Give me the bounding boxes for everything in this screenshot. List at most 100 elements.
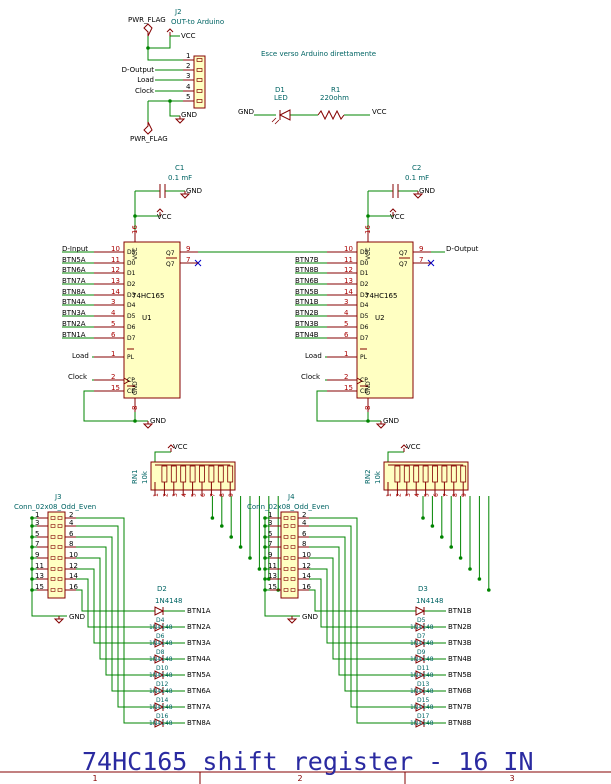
diode-symbol [154, 718, 165, 728]
wire [76, 578, 155, 628]
diode-value: 1N4148 [410, 704, 434, 711]
input-net-label: BTN1B [295, 298, 319, 306]
header-odd-pin-number: 11 [35, 562, 44, 570]
j2-pin-number: 5 [186, 93, 190, 101]
chip-gnd-pin-name: GND [132, 381, 139, 395]
junction-dot [263, 535, 267, 539]
junction-dot [263, 588, 267, 592]
chip-pin-name: D6 [127, 324, 136, 331]
wire [76, 517, 155, 724]
junction-dot [263, 577, 267, 581]
diode-net-label: BTN8A [187, 719, 211, 727]
cap-ref: C1 [175, 164, 184, 172]
diode-value: 1N4148 [149, 720, 173, 727]
junction-dot [263, 556, 267, 560]
j2-pin-number: 1 [186, 52, 190, 60]
diode-symbol [415, 702, 426, 712]
chip-ref: U1 [142, 314, 152, 322]
header-value: Conn_02x08_Odd_Even [14, 503, 96, 511]
pwr-flag-label-bottom: PWR_FLAG [130, 135, 168, 143]
header-contact [50, 524, 56, 528]
chip-pin-number: 5 [111, 320, 115, 328]
header-even-pin-number: 12 [69, 562, 78, 570]
chip-value: 74HC165 [365, 292, 397, 300]
vcc-symbol [389, 208, 397, 216]
header-contact [50, 516, 56, 520]
chip-ref: U2 [375, 314, 385, 322]
header-even-pin-number: 8 [302, 540, 306, 548]
diode-value: 1N4148 [149, 688, 173, 695]
header-even-pin-number: 4 [302, 519, 307, 527]
diode-ref: D8 [156, 649, 165, 656]
ground-symbol [179, 191, 191, 199]
chip-pin-name: D5 [360, 313, 369, 320]
header-odd-pin-number: 3 [268, 519, 272, 527]
header-even-pin-number: 14 [302, 572, 311, 580]
wire [169, 101, 180, 117]
chip-pin-number: 2 [344, 373, 348, 381]
diode-ref: D4 [156, 617, 165, 624]
wire [316, 390, 368, 422]
chip-pin-name: D7 [127, 335, 136, 342]
diode-net-label: BTN4B [448, 655, 472, 663]
header-even-pin-number: 6 [302, 530, 307, 538]
header-contact [283, 588, 289, 592]
header-odd-pin-number: 9 [268, 551, 272, 559]
diode-net-label: BTN3A [187, 639, 211, 647]
load-net-label: Load [72, 352, 89, 360]
rnet-vcc-label: VCC [173, 443, 188, 451]
input-net-label: BTN8B [295, 266, 319, 274]
j2-net-label: D-Output [122, 66, 155, 74]
header-even-pin-number: 16 [302, 583, 311, 591]
wire [309, 589, 416, 612]
rnet-ref: RN2 [364, 469, 372, 484]
header-contact [50, 556, 56, 560]
junction-dot [30, 588, 34, 592]
input-net-label: BTN6B [295, 277, 319, 285]
header-even-pin-number: 6 [69, 530, 74, 538]
components-layer [0, 23, 611, 784]
wires-layer [30, 35, 491, 724]
rnet-pin-number: 7 [442, 493, 449, 497]
diode-net-label: BTN2A [187, 623, 211, 631]
header-contact [57, 545, 63, 549]
chip-gnd-pin-number: 8 [364, 406, 372, 410]
header-contact [283, 516, 289, 520]
input-net-label: BTN3A [62, 309, 86, 317]
rnet-pin-number: 4 [181, 493, 188, 497]
chip-pin-number: 14 [344, 288, 353, 296]
diode-symbol [154, 686, 165, 696]
chip-pin-name: CP [127, 377, 135, 384]
input-net-label: BTN4A [62, 298, 86, 306]
header-gnd-label: GND [69, 613, 85, 621]
diode-net-label: BTN2B [448, 623, 472, 631]
junction-dot [210, 516, 215, 520]
chip-vcc-pin-name: VCC [365, 248, 372, 260]
junction-dot [477, 577, 482, 581]
rnet-pin-number: 4 [414, 493, 421, 497]
chip-pin-name: D2 [127, 281, 136, 288]
j2-value: OUT-to Arduino [171, 18, 224, 26]
diode-symbol [154, 622, 165, 632]
header-even-pin-number: 10 [69, 551, 78, 559]
ground-symbol [412, 191, 424, 199]
chip-gnd-pin-name: GND [365, 381, 372, 395]
junction-dot [468, 567, 472, 571]
chip-q7n-pin-name: Q7 [399, 261, 408, 268]
wire [309, 557, 416, 660]
junction-dot [248, 556, 252, 560]
diode-symbol [415, 686, 426, 696]
frame-column-number: 3 [509, 774, 514, 783]
input-net-label: BTN6A [62, 266, 86, 274]
chip-pin-name: DS [360, 249, 369, 256]
chip-pin-name: D1 [360, 270, 369, 277]
diode-value: 1N4148 [149, 672, 173, 679]
wire [76, 557, 155, 660]
rnet-pin-number: 8 [452, 493, 459, 497]
diode-value: 1N4148 [149, 640, 173, 647]
r1-value: 220ohm [320, 94, 349, 102]
diode-value: 1N4148 [149, 656, 173, 663]
header-contact [50, 588, 56, 592]
diode-net-label: BTN7B [448, 703, 472, 711]
junction-dot [257, 567, 262, 571]
